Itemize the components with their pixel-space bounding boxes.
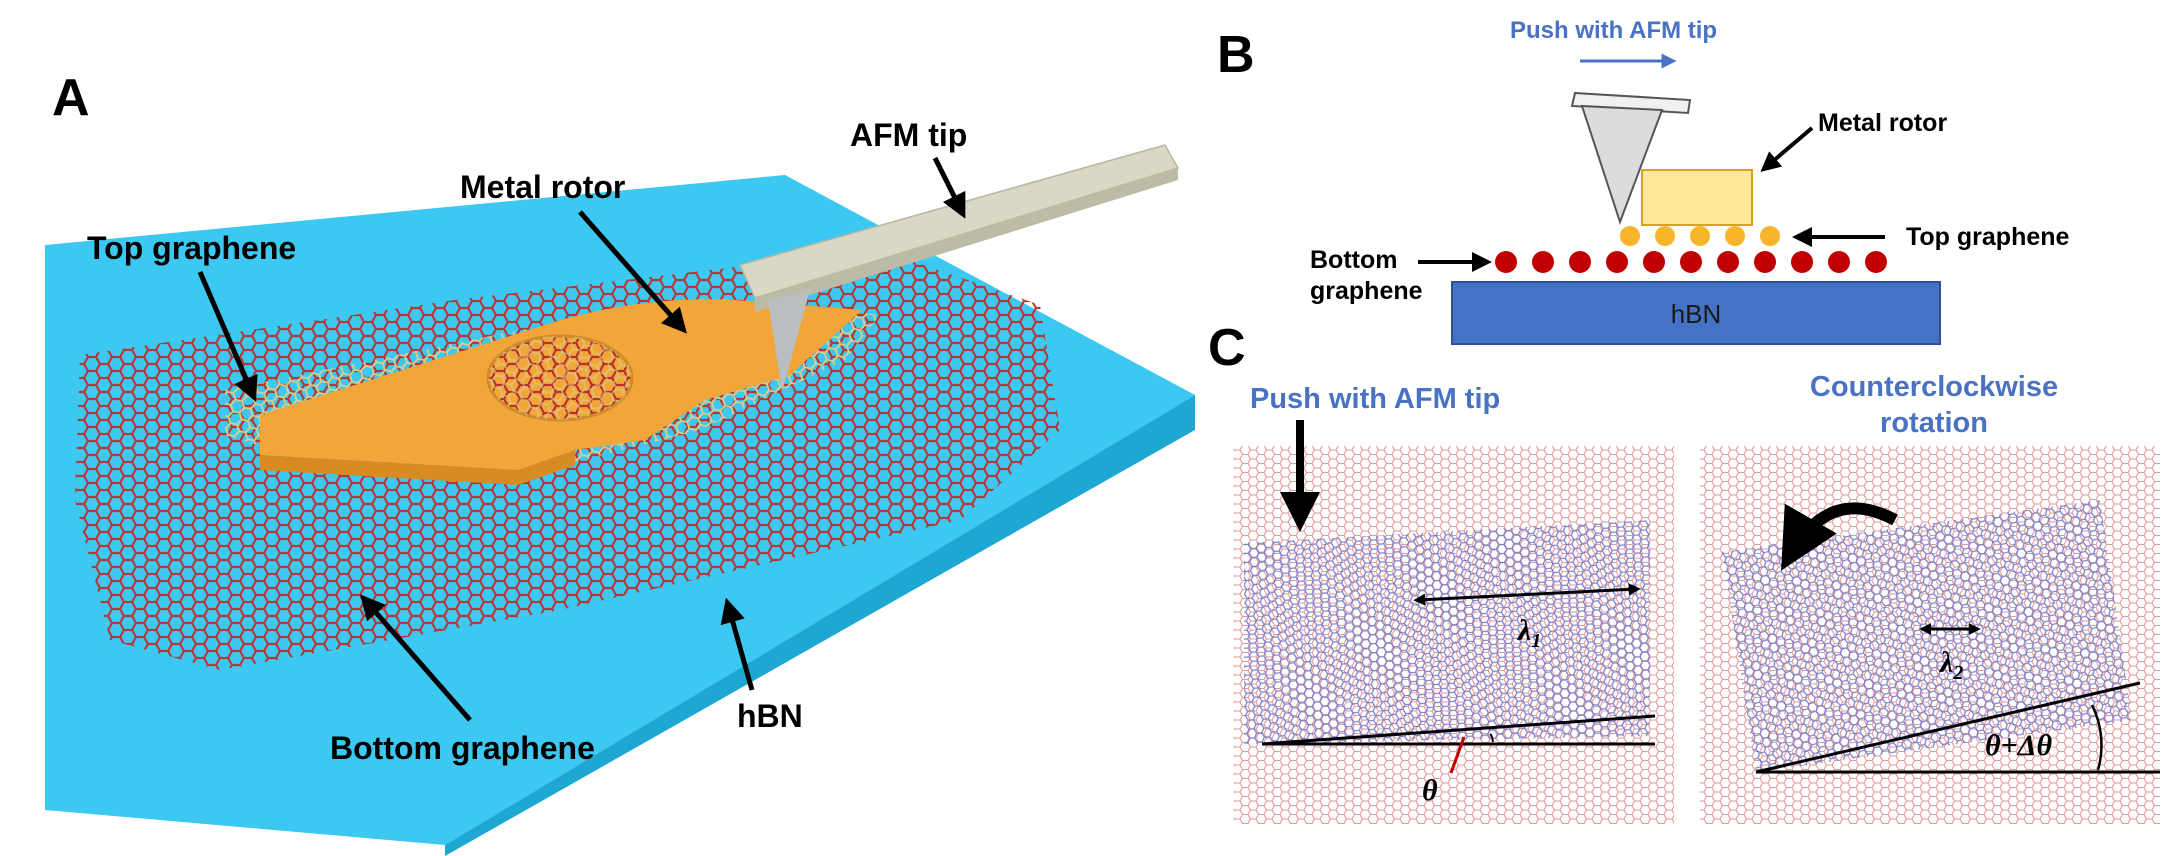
bottom-graphene-dots [1495, 251, 1887, 273]
bottom-graphene-label-b-line1: Bottom [1310, 246, 1397, 274]
hbn-arrow [720, 597, 755, 691]
panel-b-letter: B [1217, 26, 1255, 84]
metal-rotor-b [1641, 169, 1753, 226]
metal-rotor-arrow-b [1760, 126, 1814, 172]
panel-b: B Push with AFM tip Metal rotor Top grap… [1217, 17, 2070, 345]
lambda1-arrow [1413, 583, 1641, 606]
hbn-block-b [1451, 281, 1941, 345]
hbn-label-b: hBN [1671, 299, 1722, 329]
lambda1-symbol: λ1 [1516, 614, 1541, 652]
metal-rotor-arrow [578, 210, 687, 334]
top-graphene-dots [1620, 226, 1780, 246]
panel-a: A AFM tip Metal rotor Top graphene [45, 69, 1195, 856]
panel-c-letter: C [1208, 319, 1246, 377]
panel-c: C Push with AFM tip λ1 θ Counterclockwis… [1208, 319, 2160, 824]
metal-rotor-label: Metal rotor [460, 169, 625, 205]
hbn-substrate-side [445, 395, 1195, 856]
top-graphene-arrow [197, 271, 258, 402]
moire-image-right [1700, 446, 2160, 824]
afm-tip-label: AFM tip [850, 117, 967, 153]
push-label-b: Push with AFM tip [1510, 17, 1717, 44]
ccw-label-line2: rotation [1880, 407, 1988, 439]
afm-cantilever-b [1570, 91, 1692, 115]
afm-tip-cone [768, 290, 810, 392]
bottom-graphene-arrow [360, 594, 472, 722]
bottom-graphene-label-b-line2: graphene [1310, 277, 1423, 305]
afm-tip-arrow [932, 156, 966, 219]
metal-rotor [260, 299, 862, 485]
hbn-label: hBN [737, 698, 803, 734]
metal-rotor-label-b: Metal rotor [1818, 109, 1947, 137]
push-label-c: Push with AFM tip [1250, 383, 1500, 415]
lambda2-symbol: λ2 [1938, 646, 1963, 684]
panel-a-letter: A [52, 69, 90, 127]
ccw-rotation-arrow [1781, 502, 1898, 571]
bottom-graphene-label: Bottom graphene [330, 730, 595, 766]
theta-plus-delta-symbol: θ+Δθ [1985, 729, 2052, 762]
theta-indicator [1449, 736, 1466, 774]
theta-symbol: θ [1422, 774, 1438, 807]
ccw-label-line1: Counterclockwise [1810, 371, 2058, 403]
top-graphene-label-b: Top graphene [1906, 223, 2070, 251]
afm-cantilever [738, 144, 1180, 392]
afm-tip-b [1580, 104, 1664, 226]
top-graphene-label: Top graphene [87, 230, 296, 266]
